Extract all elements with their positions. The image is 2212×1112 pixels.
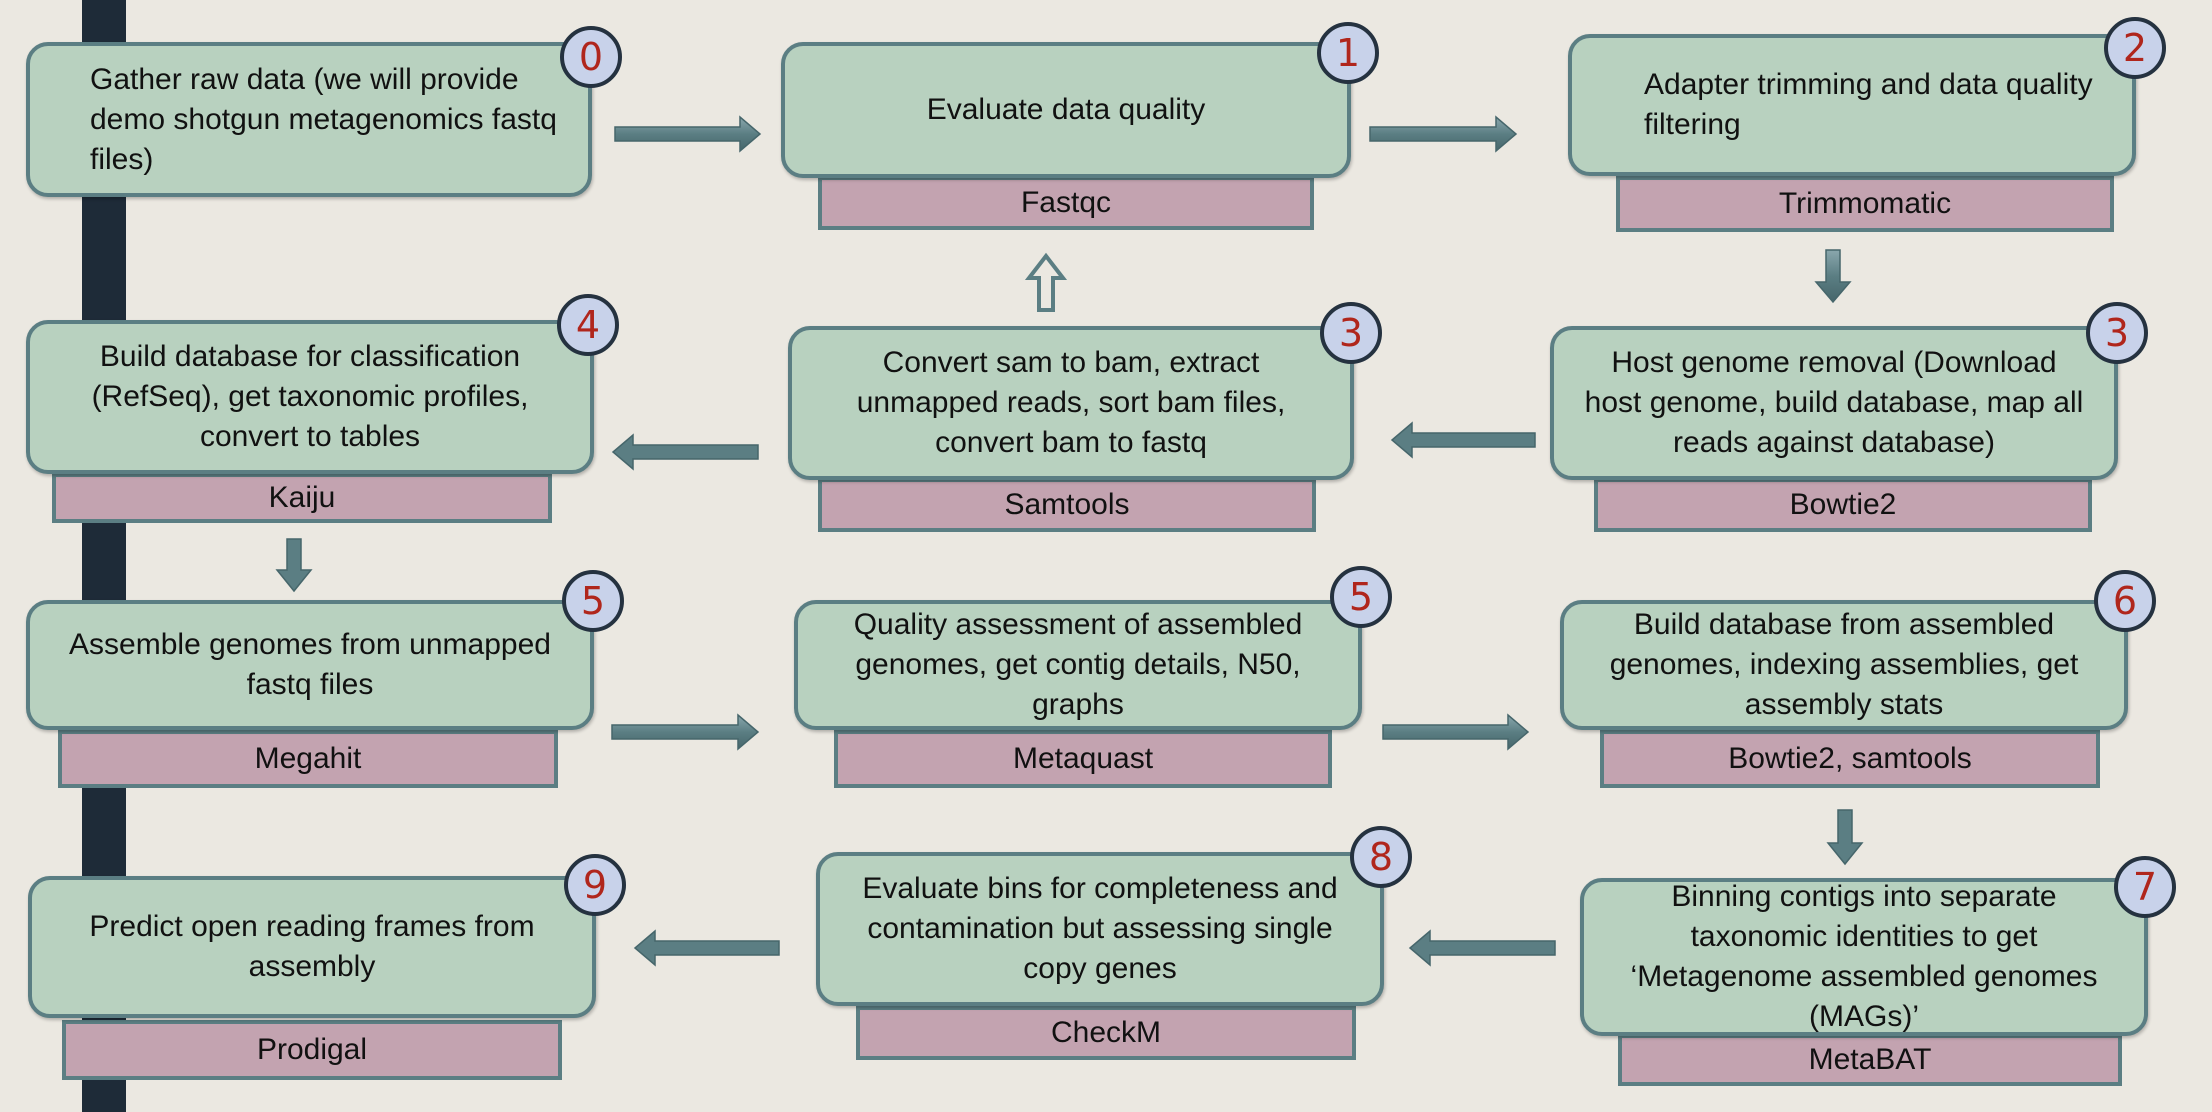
- step-1-tool: Fastqc: [818, 176, 1314, 230]
- step-3b-badge: 3: [1320, 302, 1382, 364]
- step-9-box: Predict open reading frames from assembl…: [28, 876, 596, 1018]
- step-2-text: Adapter trimming and data quality filter…: [1644, 68, 2093, 141]
- step-9-text: Predict open reading frames from assembl…: [89, 910, 535, 983]
- arrow-left-7-to-8: [1408, 929, 1556, 967]
- step-7-text: Binning contigs into separate taxonomic …: [1630, 880, 2098, 1033]
- step-7-badge: 7: [2114, 856, 2176, 918]
- step-3b-box: Convert sam to bam, extract unmapped rea…: [788, 326, 1354, 480]
- step-4-badge: 4: [557, 294, 619, 356]
- step-3-badge: 3: [2086, 302, 2148, 364]
- step-7-tool: MetaBAT: [1618, 1034, 2122, 1086]
- arrow-right-1-to-2: [1369, 115, 1518, 153]
- step-6-text: Build database from assembled genomes, i…: [1609, 608, 2079, 721]
- arrow-right-0-to-1: [614, 115, 762, 153]
- step-1-badge: 1: [1317, 22, 1379, 84]
- step-6-box: Build database from assembled genomes, i…: [1560, 600, 2128, 730]
- arrow-left-8-to-9: [633, 929, 780, 967]
- arrow-left-3-to-3b: [1390, 421, 1536, 459]
- step-4-box: Build database for classification (RefSe…: [26, 320, 594, 474]
- arrow-right-5-to-5b: [611, 713, 760, 751]
- step-9-tool: Prodigal: [62, 1020, 562, 1080]
- step-5b-tool: Metaquast: [834, 730, 1332, 788]
- step-3-text: Host genome removal (Download host genom…: [1584, 346, 2084, 459]
- arrow-down-6-to-7: [1826, 809, 1864, 866]
- step-8-text: Evaluate bins for completeness and conta…: [862, 872, 1338, 985]
- step-2-badge: 2: [2104, 17, 2166, 79]
- step-3b-tool: Samtools: [818, 478, 1316, 532]
- step-1-box: Evaluate data quality: [781, 42, 1351, 178]
- step-7-box: Binning contigs into separate taxonomic …: [1580, 878, 2148, 1036]
- arrow-up-3b-to-1: [1024, 252, 1068, 312]
- step-8-badge: 8: [1350, 826, 1412, 888]
- step-5-badge: 5: [562, 570, 624, 632]
- arrow-left-3b-to-4: [611, 433, 759, 471]
- arrow-right-5b-to-6: [1382, 713, 1530, 751]
- step-6-tool: Bowtie2, samtools: [1600, 730, 2100, 788]
- step-5b-badge: 5: [1330, 566, 1392, 628]
- step-8-box: Evaluate bins for completeness and conta…: [816, 852, 1384, 1006]
- step-2-box: Adapter trimming and data quality filter…: [1568, 34, 2136, 176]
- step-5-box: Assemble genomes from unmapped fastq fil…: [26, 600, 594, 730]
- step-4-tool: Kaiju: [52, 473, 552, 523]
- step-3-box: Host genome removal (Download host genom…: [1550, 326, 2118, 480]
- step-2-tool: Trimmomatic: [1616, 176, 2114, 232]
- step-6-badge: 6: [2094, 570, 2156, 632]
- step-9-badge: 9: [564, 854, 626, 916]
- step-4-text: Build database for classification (RefSe…: [91, 340, 529, 453]
- arrow-down-2-to-3: [1814, 249, 1852, 304]
- step-5-tool: Megahit: [58, 730, 558, 788]
- step-5b-box: Quality assessment of assembled genomes,…: [794, 600, 1362, 730]
- step-3-tool: Bowtie2: [1594, 478, 2092, 532]
- step-8-tool: CheckM: [856, 1006, 1356, 1060]
- step-0-box: Gather raw data (we will provide demo sh…: [26, 42, 592, 197]
- step-5-text: Assemble genomes from unmapped fastq fil…: [69, 628, 551, 701]
- step-1-text: Evaluate data quality: [926, 93, 1206, 126]
- step-3b-text: Convert sam to bam, extract unmapped rea…: [856, 346, 1286, 459]
- step-5b-text: Quality assessment of assembled genomes,…: [853, 608, 1303, 721]
- arrow-down-4-to-5: [275, 538, 313, 593]
- step-0-badge: 0: [560, 26, 622, 88]
- step-0-text: Gather raw data (we will provide demo sh…: [90, 62, 557, 176]
